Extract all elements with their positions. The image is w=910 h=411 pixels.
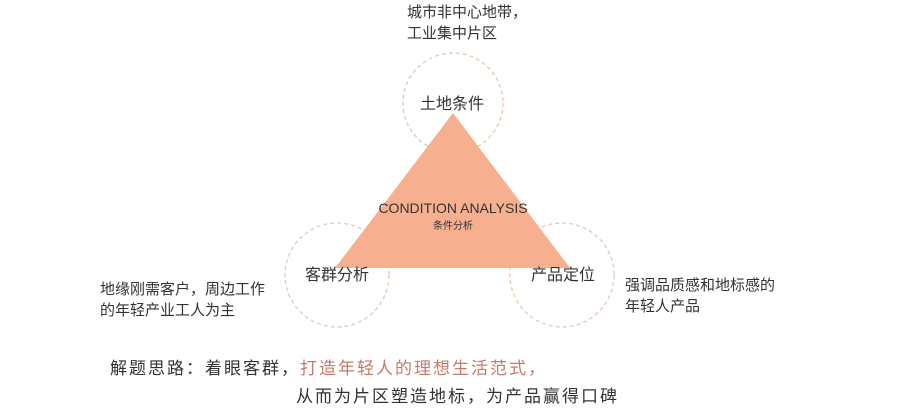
- note-line: 工业集中片区: [407, 24, 498, 42]
- conclusion-line-2: 从而为片区塑造地标，为产品赢得口碑: [296, 387, 619, 407]
- note-customer-analysis: 地缘刚需客户，周边工作 的年轻产业工人为主: [100, 279, 265, 321]
- conclusion-highlight: 打造年轻人的理想生活范式，: [300, 359, 547, 379]
- center-title: CONDITION ANALYSIS: [378, 200, 527, 216]
- note-line: 的年轻产业工人为主: [100, 301, 236, 319]
- conclusion-prefix: 解题思路：着眼客群，: [110, 359, 300, 379]
- circle-right: [509, 222, 615, 328]
- note-line: 年轻人产品: [625, 297, 701, 315]
- center-subtitle: 条件分析: [433, 219, 473, 232]
- note-line: 地缘刚需客户，周边工作: [100, 280, 266, 298]
- conclusion-line-1: 解题思路：着眼客群，打造年轻人的理想生活范式，: [110, 354, 547, 379]
- node-label-land: 土地条件: [420, 94, 484, 113]
- circle-left: [284, 222, 390, 328]
- node-label-customers: 客群分析: [305, 265, 369, 284]
- note-line: 强调品质感和地标感的: [625, 276, 776, 294]
- condition-triangle: [335, 113, 570, 268]
- node-label-positioning: 产品定位: [531, 265, 595, 284]
- note-line: 城市非中心地带，: [407, 3, 528, 21]
- note-land-conditions: 城市非中心地带， 工业集中片区: [407, 2, 527, 44]
- note-product-positioning: 强调品质感和地标感的 年轻人产品: [625, 275, 775, 317]
